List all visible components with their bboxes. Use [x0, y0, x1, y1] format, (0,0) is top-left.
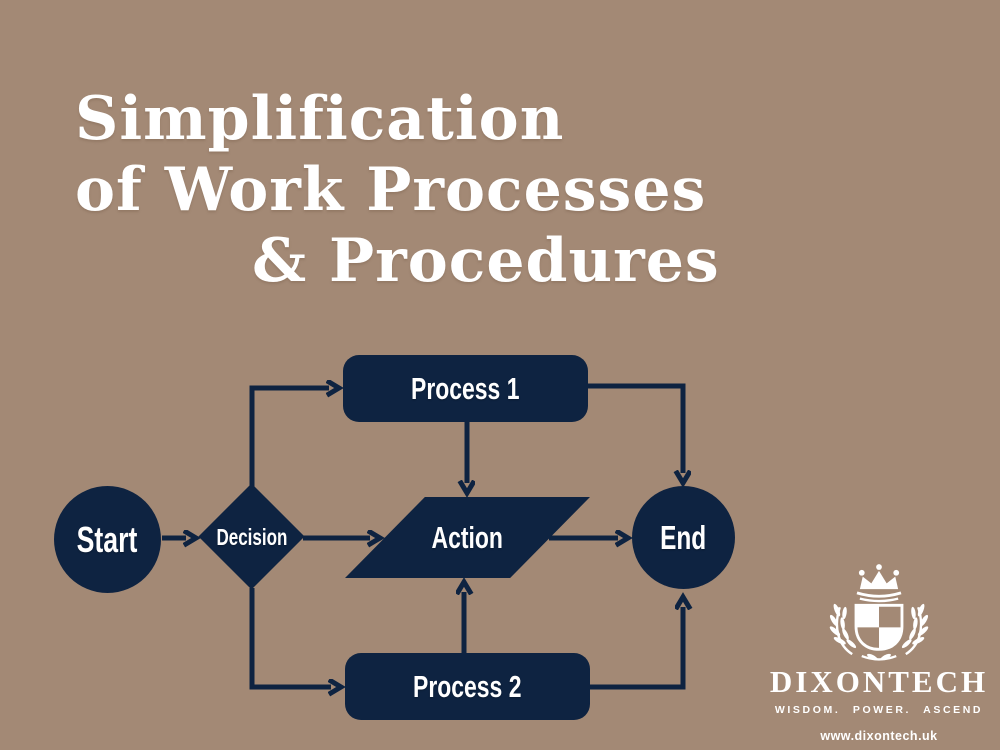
- title-line-1: Simplification: [75, 84, 565, 154]
- action-label: Action: [431, 519, 504, 555]
- connector-decision-to-process1: [249, 388, 329, 487]
- process2-label: Process 2: [413, 668, 522, 704]
- end-label: End: [660, 518, 707, 556]
- flowchart-node-decision: Decision: [198, 483, 305, 590]
- brand-website: www.dixontech.uk: [820, 729, 938, 743]
- flowchart-node-end: End: [632, 486, 735, 589]
- flowchart-node-start: Start: [54, 486, 161, 593]
- page-title: Simplification of Work Processes & Proce…: [75, 84, 720, 297]
- flowchart-node-process2: Process 2: [345, 653, 590, 720]
- decision-label: Decision: [216, 523, 288, 550]
- brand-tagline: WISDOM. POWER. ASCEND: [774, 704, 984, 716]
- crown-shield-laurel-crest-icon: [827, 564, 929, 661]
- flowchart-node-process1: Process 1: [343, 355, 588, 422]
- connector-decision-to-process2: [249, 588, 331, 687]
- connector-process1-to-end: [588, 383, 683, 473]
- brand-name: DIXONTECH: [769, 664, 989, 699]
- title-line-2: of Work Processes: [75, 155, 707, 225]
- brand-logo: DIXONTECH WISDOM. POWER. ASCEND www.dixo…: [766, 563, 992, 743]
- process1-label: Process 1: [411, 370, 520, 406]
- connector-process2-to-end: [590, 607, 683, 690]
- title-line-3: & Procedures: [252, 226, 720, 296]
- start-label: Start: [77, 518, 138, 560]
